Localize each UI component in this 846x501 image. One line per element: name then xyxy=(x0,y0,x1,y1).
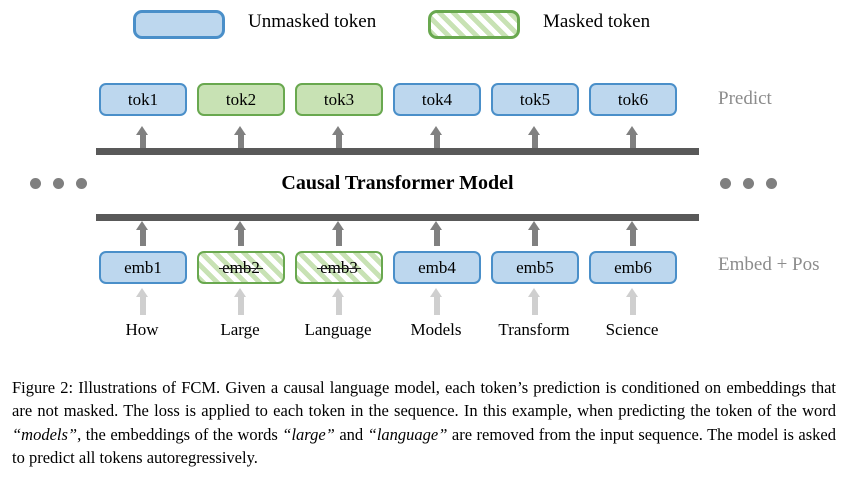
legend-label-masked: Masked token xyxy=(543,11,651,32)
embedding-label: emb3 xyxy=(317,258,361,277)
dot-icon xyxy=(743,178,754,189)
arrow-up-from-emb4-icon xyxy=(430,221,443,246)
token-label: tok3 xyxy=(323,90,355,109)
embedding-label: emb6 xyxy=(614,258,652,277)
arrow-up-from-word-science-icon xyxy=(626,288,639,315)
ellipsis-right xyxy=(720,178,777,189)
arrow-up-to-tok6-icon xyxy=(626,126,639,148)
legend-swatch-unmasked xyxy=(133,10,225,39)
arrow-up-from-word-how-icon xyxy=(136,288,149,315)
token-box-tok2: tok2 xyxy=(197,83,285,116)
word-label-large: Large xyxy=(220,320,260,339)
legend-label-unmasked: Unmasked token xyxy=(248,11,377,32)
model-title: Causal Transformer Model xyxy=(281,172,514,194)
arrow-up-from-emb2-icon xyxy=(234,221,247,246)
token-box-tok6: tok6 xyxy=(589,83,677,116)
caption-emphasis-language: “language” xyxy=(367,424,448,444)
figure-caption: Figure 2: Illustrations of FCM. Given a … xyxy=(12,376,836,470)
arrow-up-from-word-transform-icon xyxy=(528,288,541,315)
word-label-language: Language xyxy=(304,320,372,339)
arrow-up-to-tok2-icon xyxy=(234,126,247,148)
side-label-embed-pos: Embed + Pos xyxy=(718,254,820,275)
dot-icon xyxy=(53,178,64,189)
caption-emphasis-large: “large” xyxy=(282,424,335,444)
dot-icon xyxy=(30,178,41,189)
word-label-transform: Transform xyxy=(498,320,570,339)
arrow-up-to-tok3-icon xyxy=(332,126,345,148)
dot-icon xyxy=(720,178,731,189)
token-box-tok5: tok5 xyxy=(491,83,579,116)
embedding-label: emb1 xyxy=(124,258,162,277)
arrow-up-to-tok5-icon xyxy=(528,126,541,148)
arrow-up-from-emb1-icon xyxy=(136,221,149,246)
caption-text-part3: and xyxy=(334,424,368,444)
dot-icon xyxy=(766,178,777,189)
caption-emphasis-models: “models” xyxy=(12,424,78,444)
token-label: tok6 xyxy=(617,90,649,109)
token-label: tok2 xyxy=(225,90,257,109)
arrow-up-from-word-models-icon xyxy=(430,288,443,315)
token-box-tok4: tok4 xyxy=(393,83,481,116)
arrow-up-from-emb3-icon xyxy=(332,221,345,246)
caption-text-part4: are removed from the input sequence. The… xyxy=(12,424,837,468)
embedding-box-emb6: emb6 xyxy=(589,251,677,284)
token-label: tok1 xyxy=(127,90,159,109)
embedding-label: emb4 xyxy=(418,258,456,277)
caption-text-part1: Illustrations of FCM. Given a causal lan… xyxy=(12,378,836,421)
arrow-up-from-word-large-icon xyxy=(234,288,247,315)
ellipsis-left xyxy=(30,178,87,189)
caption-text-part2: , the embeddings of the words xyxy=(77,424,283,444)
figure-diagram: Unmasked token Masked token tok1 tok2 to… xyxy=(30,10,820,339)
embedding-box-emb1: emb1 xyxy=(99,251,187,284)
embedding-box-emb2: emb2 xyxy=(197,251,285,284)
embedding-box-emb3: emb3 xyxy=(295,251,383,284)
legend-swatch-masked xyxy=(428,10,520,39)
word-label-science: Science xyxy=(605,320,659,339)
arrow-up-from-emb6-icon xyxy=(626,221,639,246)
embedding-box-emb4: emb4 xyxy=(393,251,481,284)
side-label-predict: Predict xyxy=(718,88,772,109)
token-label: tok4 xyxy=(421,90,453,109)
arrow-up-to-tok4-icon xyxy=(430,126,443,148)
word-label-models: Models xyxy=(410,320,462,339)
embedding-label: emb2 xyxy=(219,258,263,277)
embedding-box-emb5: emb5 xyxy=(491,251,579,284)
token-box-tok1: tok1 xyxy=(99,83,187,116)
arrow-up-to-tok1-icon xyxy=(136,126,149,148)
arrow-up-from-word-language-icon xyxy=(332,288,345,315)
word-label-how: How xyxy=(125,320,159,339)
transformer-top-bar xyxy=(96,148,699,155)
arrow-up-from-emb5-icon xyxy=(528,221,541,246)
transformer-bottom-bar xyxy=(96,214,699,221)
dot-icon xyxy=(76,178,87,189)
embedding-label: emb5 xyxy=(516,258,554,277)
caption-figure-number: Figure 2: xyxy=(12,378,74,397)
token-label: tok5 xyxy=(519,90,551,109)
token-box-tok3: tok3 xyxy=(295,83,383,116)
